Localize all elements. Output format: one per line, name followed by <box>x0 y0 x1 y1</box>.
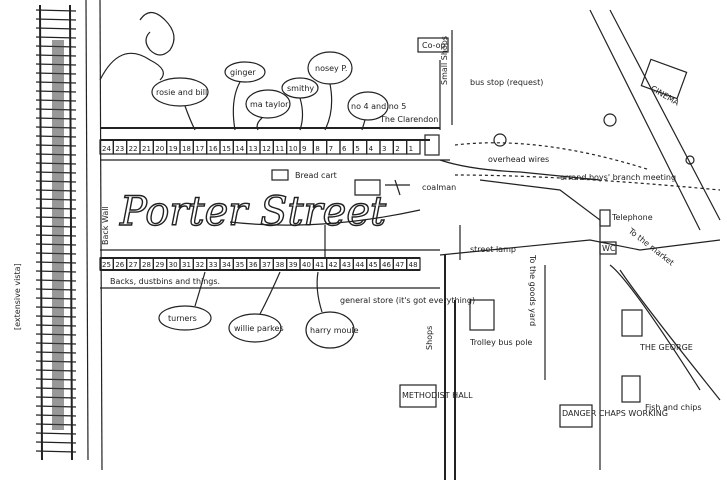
house-number: 35 <box>235 261 244 269</box>
willie-parkes-label: willie parkes <box>234 324 284 333</box>
street-title: Porter Street <box>119 189 387 235</box>
resident-bubbles: rosie and bill ginger ma taylor smithy n… <box>151 51 440 349</box>
house-number: 16 <box>209 145 218 153</box>
backs-label: Backs, dustbins and things. <box>110 277 220 286</box>
house-number: 17 <box>195 145 204 153</box>
overhead-wires-label: overhead wires <box>488 155 549 164</box>
house-number: 48 <box>409 261 418 269</box>
house-number: 29 <box>155 261 164 269</box>
house-number: 30 <box>169 261 178 269</box>
house-plot <box>406 257 421 271</box>
coalman-label: coalman <box>422 183 456 192</box>
danger-label: DANGER CHAPS WORKING <box>562 409 668 418</box>
back-wall-label: Back Wall <box>101 206 110 245</box>
bread-cart-label: Bread cart <box>295 171 337 180</box>
house-number: 20 <box>155 145 164 153</box>
house-number: 2 <box>395 145 399 153</box>
house-number: 9 <box>302 145 306 153</box>
house-number: 23 <box>115 145 124 153</box>
house-number: 26 <box>115 261 124 269</box>
house-number: 6 <box>342 145 347 153</box>
rosie-bill-label: rosie and bill <box>156 88 207 97</box>
house-number: 31 <box>182 261 191 269</box>
ma-taylor-label: ma taylor <box>250 100 289 109</box>
cinema-label: CINEMA <box>649 84 681 108</box>
house-number: 8 <box>315 145 319 153</box>
house-number: 19 <box>169 145 178 153</box>
house-number: 44 <box>355 261 364 269</box>
house-number: 37 <box>262 261 271 269</box>
house-number: 18 <box>182 145 191 153</box>
house-number: 14 <box>235 145 244 153</box>
ginger-label: ginger <box>230 68 256 77</box>
house-number: 32 <box>195 261 204 269</box>
no-4-5-label: no 4 and no 5 <box>351 102 406 111</box>
george-label: THE GEORGE <box>639 343 693 352</box>
house-number: 40 <box>302 261 311 269</box>
house-number: 33 <box>209 261 218 269</box>
house-number: 21 <box>142 145 151 153</box>
coop-label: Co-op <box>422 41 446 50</box>
bus-stop-label: bus stop (request) <box>470 78 543 87</box>
house-number: 43 <box>342 261 351 269</box>
house-number: 45 <box>369 261 378 269</box>
house-number: 7 <box>329 145 333 153</box>
fish-chips-label: Fish and chips <box>645 403 702 412</box>
house-plot <box>406 139 421 155</box>
errand-boys-label: errand boys' branch meeting <box>560 173 676 182</box>
house-number: 27 <box>129 261 138 269</box>
house-number: 36 <box>249 261 258 269</box>
methodist-hall-label: METHODIST HALL <box>402 391 473 400</box>
decorations <box>99 11 695 165</box>
south-houses-row: 25 26 27 28 29 30 31 32 33 34 35 36 37 38 39 40 41 42 43 44… <box>99 257 421 271</box>
smithy-label: smithy <box>287 84 314 93</box>
general-store-label: general store (it's got everything) <box>340 296 475 305</box>
harry-moule-label: harry moule <box>310 326 359 335</box>
shops-top-label: Small Shops <box>440 36 449 85</box>
vista-label: [extensive vista] <box>13 263 22 330</box>
house-number: 24 <box>102 145 111 153</box>
street-lamp-label: street lamp <box>470 245 516 254</box>
house-number: 25 <box>102 261 111 269</box>
nosey-label: nosey P. <box>315 64 347 73</box>
house-number: 39 <box>289 261 298 269</box>
house-number: 22 <box>129 145 138 153</box>
house-number: 10 <box>289 145 298 153</box>
goods-yard-label: To the goods yard <box>528 254 537 326</box>
trolley-pole-label: Trolley bus pole <box>469 338 532 347</box>
house-number: 5 <box>355 145 359 153</box>
house-number: 11 <box>275 145 284 153</box>
house-number: 42 <box>329 261 338 269</box>
railway-tracks <box>35 0 103 471</box>
house-number: 38 <box>275 261 284 269</box>
house-number: 47 <box>395 261 404 269</box>
house-number: 4 <box>369 145 374 153</box>
house-number: 15 <box>222 145 231 153</box>
house-number: 3 <box>382 145 386 153</box>
house-number: 28 <box>142 261 151 269</box>
house-number: 46 <box>382 261 391 269</box>
wc-label: WC <box>602 244 616 253</box>
clarendon-label: The Clarendon <box>379 115 438 124</box>
shops-left-label: Shops <box>425 326 434 350</box>
house-number: 12 <box>262 145 271 153</box>
telephone-label: Telephone <box>611 213 653 222</box>
house-number: 41 <box>315 261 324 269</box>
turners-label: turners <box>168 314 197 323</box>
house-number: 13 <box>249 145 258 153</box>
house-number: 1 <box>409 145 413 153</box>
house-number: 34 <box>222 261 231 269</box>
